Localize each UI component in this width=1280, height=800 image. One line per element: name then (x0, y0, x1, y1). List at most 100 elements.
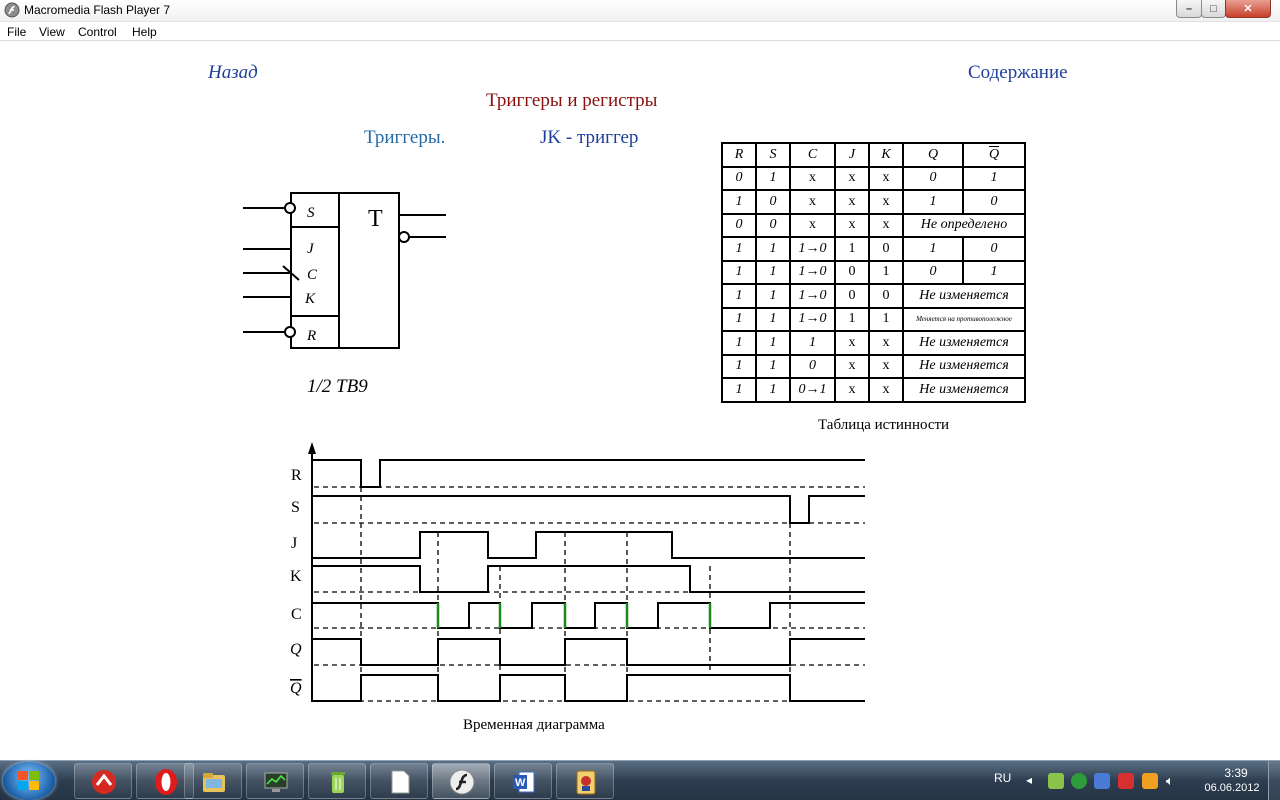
table-cell: Не изменяется (902, 377, 1026, 403)
taskbar-app-word[interactable]: W (494, 763, 552, 799)
menu-help[interactable]: Help (132, 25, 157, 39)
table-cell: 1 (962, 259, 1026, 285)
symbol-label: T (368, 206, 383, 232)
svg-text:W: W (515, 777, 526, 789)
header-q-bar: Q (962, 142, 1026, 168)
table-cell: 0 (902, 259, 964, 285)
taskbar: W RU ◂ 🔈︎ 3:39 06.06.2012 (0, 760, 1280, 800)
title-bar[interactable]: Macromedia Flash Player 7 – □ ✕ (0, 0, 1280, 22)
opera-icon (155, 769, 177, 795)
tray-network-tool-icon[interactable] (1094, 773, 1110, 789)
table-cell: 0 (834, 283, 870, 309)
signal-label-q-bar: Q (290, 680, 302, 697)
table-cell: 0→1 (789, 377, 836, 403)
table-cell: 1 (902, 189, 964, 215)
table-cell: 1 (721, 259, 757, 285)
taskbar-app-game[interactable] (556, 763, 614, 799)
taskbar-app-6[interactable] (370, 763, 428, 799)
show-desktop-button[interactable] (1268, 761, 1280, 800)
back-link[interactable]: Назад (208, 62, 258, 83)
table-header-row: R S C J K Q Q (721, 142, 1026, 168)
utorrent-icon[interactable] (1071, 773, 1087, 789)
flash-player-icon (4, 2, 20, 18)
clock-date[interactable]: 06.06.2012 (1204, 782, 1260, 794)
menu-file[interactable]: File (7, 25, 27, 39)
table-cell: 1→0 (789, 259, 836, 285)
header-k: K (868, 142, 904, 168)
taskbar-app-3[interactable] (184, 763, 242, 799)
menu-view[interactable]: View (39, 25, 65, 39)
table-cell: 1 (721, 189, 757, 215)
table-cell: 1 (721, 353, 757, 379)
table-caption: Таблица истинности (818, 417, 950, 433)
signal-label-c: C (291, 606, 302, 623)
close-button[interactable]: ✕ (1225, 0, 1271, 18)
flash-icon (449, 769, 475, 795)
taskbar-app-1[interactable] (74, 763, 132, 799)
table-cell: 1 (721, 330, 757, 356)
table-cell: Не изменяется (902, 283, 1026, 309)
header-q: Q (902, 142, 964, 168)
tray-media-icon[interactable] (1142, 773, 1158, 789)
signal-label-r: R (291, 467, 302, 484)
taskbar-app-4[interactable] (246, 763, 304, 799)
table-cell: x (868, 165, 904, 191)
signal-label-j: J (291, 535, 297, 552)
taskbar-app-5[interactable] (308, 763, 366, 799)
timing-waveforms (308, 442, 865, 702)
table-cell: x (834, 212, 870, 238)
table-cell: 1→0 (789, 236, 836, 262)
start-button[interactable] (3, 762, 55, 800)
table-cell: x (868, 353, 904, 379)
volume-icon[interactable]: 🔈︎ (1166, 773, 1174, 788)
close-icon: ✕ (1243, 3, 1253, 15)
table-cell: x (834, 330, 870, 356)
table-cell: x (868, 212, 904, 238)
table-cell: x (834, 353, 870, 379)
table-cell: 1 (902, 236, 964, 262)
section-heading: Триггеры. (364, 127, 446, 148)
recycle-icon (331, 772, 345, 793)
table-cell: 1 (755, 236, 791, 262)
clock-time[interactable]: 3:39 (1224, 766, 1248, 780)
table-cell: x (868, 377, 904, 403)
signal-label-k: K (290, 568, 302, 585)
table-cell: 1 (789, 330, 836, 356)
taskbar-app-2[interactable] (136, 763, 194, 799)
maximize-icon: □ (1210, 2, 1217, 15)
table-cell: x (789, 165, 836, 191)
table-cell: Не изменяется (902, 353, 1026, 379)
maximize-button[interactable]: □ (1201, 0, 1226, 18)
table-cell: 1 (721, 236, 757, 262)
menu-control[interactable]: Control (78, 25, 117, 39)
symbol-input-k: K (304, 291, 316, 307)
minimize-button[interactable]: – (1176, 0, 1202, 18)
language-indicator[interactable]: RU (994, 771, 1012, 785)
contents-link[interactable]: Содержание (968, 62, 1068, 83)
table-cell: 0 (868, 283, 904, 309)
tray-app-icon[interactable] (1048, 773, 1064, 789)
signal-label-s: S (291, 499, 300, 516)
table-cell: 1 (721, 306, 757, 332)
tray-expand-icon[interactable]: ◂ (1026, 773, 1033, 787)
taskbar-app-flash[interactable] (432, 763, 490, 799)
table-cell: 1 (755, 283, 791, 309)
table-cell: 1→0 (789, 283, 836, 309)
symbol-input-r: R (306, 328, 316, 344)
table-cell: x (868, 189, 904, 215)
table-cell: x (789, 212, 836, 238)
browser-icon (92, 770, 116, 794)
page-title: Триггеры и регистры (486, 90, 658, 111)
tray-mail-icon[interactable] (1118, 773, 1134, 789)
table-cell: 1 (755, 306, 791, 332)
